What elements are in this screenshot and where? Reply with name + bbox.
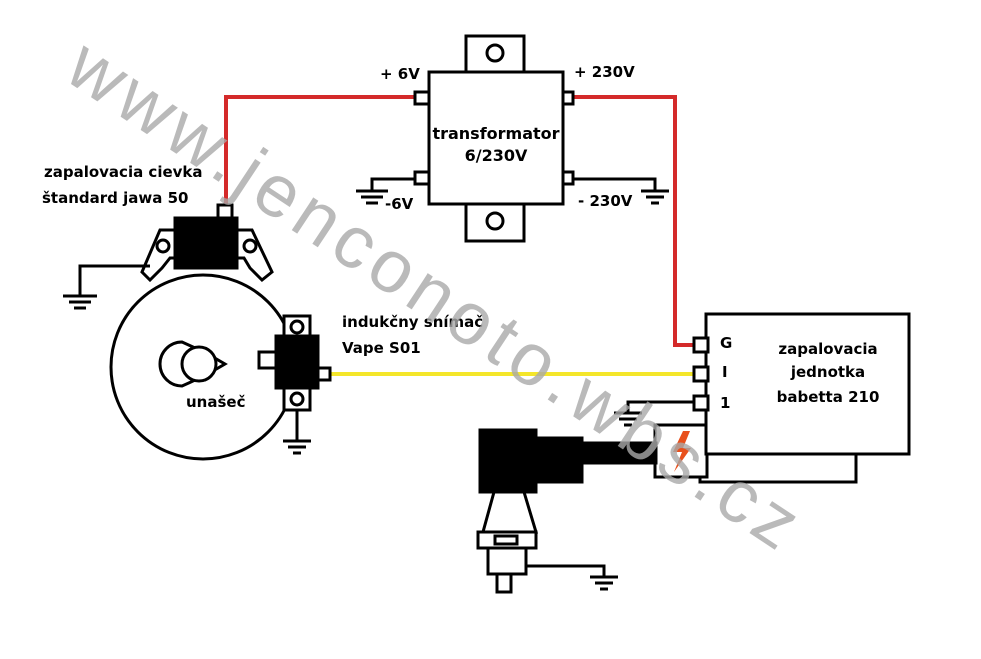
ground-icon	[356, 189, 388, 205]
transformer-terminal-minus6v	[413, 170, 431, 186]
labels: transformator 6/230V + 6V -6V + 230V - 2…	[42, 63, 879, 412]
plus-230v-label: + 230V	[574, 63, 635, 81]
wire-coil-to-transformer-plus6v	[224, 95, 415, 205]
ignition-unit	[653, 312, 911, 484]
coil-label: zapalovacia cievka	[44, 163, 203, 181]
transformer-terminal-plus6v	[413, 90, 431, 106]
pickup-terminal	[316, 366, 332, 382]
ground-icon	[63, 294, 97, 310]
transformer-terminal-minus230v	[561, 170, 575, 186]
spark-plug-cap-elbow	[532, 436, 584, 484]
coil-bolt-right	[242, 238, 258, 254]
transformer-bottom-hole	[485, 211, 505, 231]
unit-terminal-g	[692, 336, 710, 354]
wire-transformer-plus230v-to-unit-g	[572, 95, 695, 347]
spark-plug-cap	[478, 428, 538, 494]
transformer-terminal-plus230v	[561, 90, 575, 106]
spark-plug-electrode	[495, 572, 513, 594]
coil-body	[173, 216, 239, 270]
terminal-i-label: I	[722, 363, 728, 381]
coil-bolt-left	[155, 238, 171, 254]
unit-body	[704, 312, 911, 456]
transformer-rating-label: 6/230V	[465, 146, 528, 165]
pickup-ground	[283, 410, 311, 455]
pickup-label: indukčny snímač	[342, 313, 483, 331]
transformer-top-hole	[485, 43, 505, 63]
minus-230v-label: - 230V	[578, 192, 633, 210]
ground-icon	[614, 411, 642, 427]
ground-icon	[590, 575, 618, 591]
coil-ground	[63, 264, 150, 310]
plus-6v-label: + 6V	[380, 65, 420, 83]
pickup-pole	[257, 350, 279, 370]
unit-model-label: babetta 210	[777, 388, 880, 406]
pickup-mount-bottom-hole	[289, 391, 305, 407]
terminal-1-label: 1	[720, 394, 730, 412]
spark-plug-ground	[526, 564, 618, 591]
spark-plug-hex-inner	[493, 534, 519, 546]
unit-terminal-1	[692, 394, 710, 412]
ignition-coil	[140, 203, 274, 283]
wires	[224, 95, 695, 376]
spark-plug-thread	[486, 546, 528, 576]
pickup-mount-top-hole	[289, 319, 305, 335]
spark-icon	[673, 431, 691, 472]
flywheel-label: unašeč	[186, 393, 246, 411]
terminal-g-label: G	[720, 334, 732, 352]
ground-wire-spark-plug	[526, 564, 606, 576]
ground-wire-coil	[78, 264, 150, 295]
flywheel	[109, 273, 297, 461]
unit-label: zapalovacia	[778, 340, 877, 358]
unit-label-line2: jednotka	[790, 363, 865, 381]
ground-icon	[283, 439, 311, 455]
unit-terminal-i	[692, 365, 710, 383]
pickup-sensor	[257, 314, 332, 412]
transformer-label: transformator	[432, 124, 559, 143]
spark-plug-assembly	[476, 428, 584, 594]
minus-6v-label: -6V	[385, 195, 414, 213]
unit-ground	[614, 400, 694, 427]
pickup-body	[274, 334, 320, 390]
pickup-model-label: Vape S01	[342, 339, 421, 357]
ground-wire-unit-1	[626, 400, 694, 412]
ground-wire-minus230v	[573, 177, 657, 190]
transformer-grounds	[356, 177, 669, 205]
flywheel-hub	[180, 345, 218, 383]
transformer-body	[427, 70, 565, 206]
spark-plug-insulator	[481, 490, 539, 534]
transformer	[413, 34, 575, 243]
coil-model-label: štandard jawa 50	[42, 189, 188, 207]
ground-wire-minus6v	[370, 177, 415, 190]
ground-icon	[641, 189, 669, 205]
